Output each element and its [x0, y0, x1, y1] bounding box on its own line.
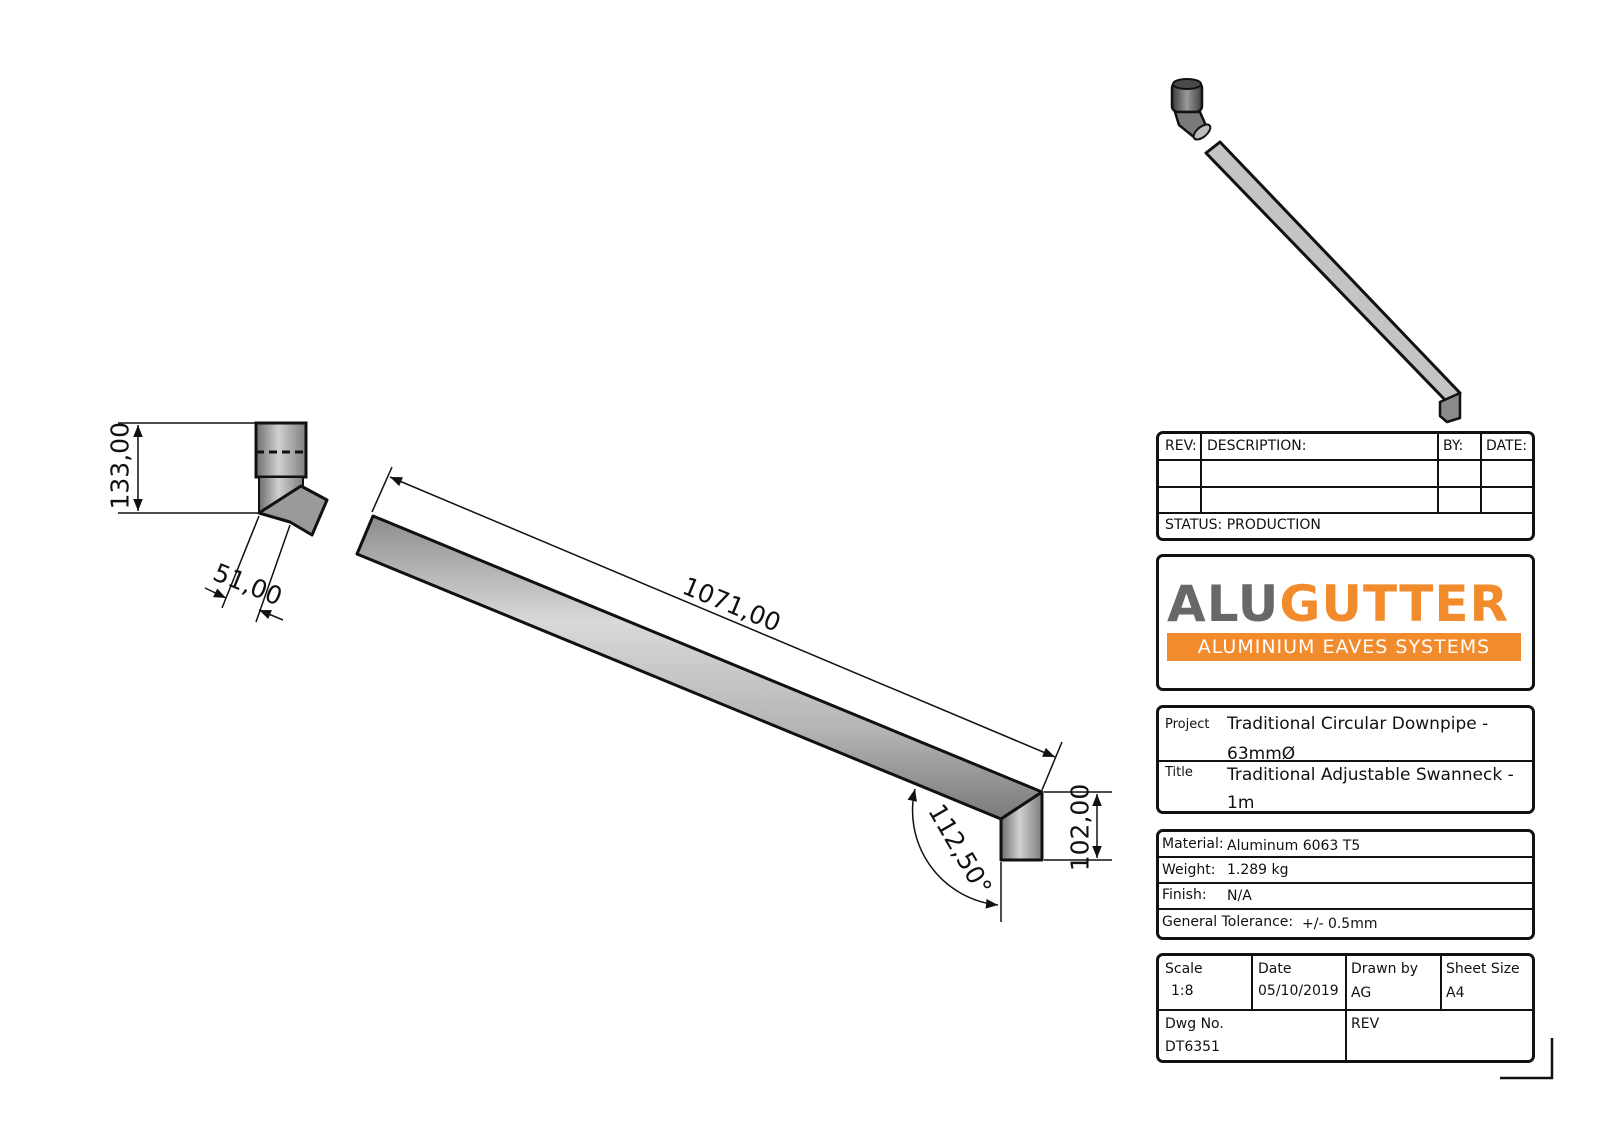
- sheet-size-value: A4: [1446, 985, 1465, 1001]
- company-tagline: ALUMINIUM EAVES SYSTEMS: [1167, 633, 1521, 661]
- revision-block: REV: DESCRIPTION: BY: DATE: STATUS: PROD…: [1156, 431, 1535, 541]
- isometric-preview: [1170, 78, 1462, 424]
- by-header: BY:: [1443, 438, 1464, 454]
- title-value-line2: 1m: [1227, 793, 1255, 813]
- date-label: Date: [1258, 961, 1292, 977]
- title-value: Traditional Adjustable Swanneck -: [1227, 765, 1514, 785]
- rev-label: REV: [1351, 1016, 1380, 1032]
- drawn-by-value: AG: [1351, 985, 1372, 1001]
- dwg-no-label: Dwg No.: [1165, 1016, 1224, 1032]
- sheet-corner-mark: [1500, 1038, 1554, 1080]
- dimension-shoe-height: [1044, 791, 1112, 861]
- material-label: Material:: [1162, 836, 1224, 852]
- dwg-no-value: DT6351: [1165, 1039, 1220, 1055]
- weight-label: Weight:: [1162, 862, 1216, 878]
- dimension-pipe-length: [371, 466, 1063, 791]
- material-value: Aluminum 6063 T5: [1227, 838, 1361, 854]
- finish-label: Finish:: [1162, 887, 1207, 903]
- spec-block: Material: Aluminum 6063 T5 Weight: 1.289…: [1156, 829, 1535, 940]
- company-logo: ALUGUTTER: [1167, 575, 1510, 633]
- dimension-elbow-height: [118, 422, 259, 514]
- rev-header: REV:: [1165, 438, 1197, 454]
- description-header: DESCRIPTION:: [1207, 438, 1307, 454]
- project-label: Project: [1165, 717, 1210, 732]
- sheet-size-label: Sheet Size: [1446, 961, 1520, 977]
- scale-value: 1:8: [1171, 983, 1194, 999]
- info-block: Scale 1:8 Date 05/10/2019 Drawn by AG Sh…: [1156, 953, 1535, 1063]
- scale-label: Scale: [1165, 961, 1203, 977]
- date-value: 05/10/2019: [1258, 983, 1339, 999]
- project-value-line2: 63mmØ: [1227, 744, 1296, 764]
- status-text: STATUS: PRODUCTION: [1165, 517, 1321, 533]
- dim-label-shoe-height: 102,00: [1065, 783, 1095, 872]
- dim-label-elbow-height: 133,00: [105, 422, 135, 510]
- elbow-part: [254, 421, 329, 537]
- drawn-by-label: Drawn by: [1351, 961, 1419, 977]
- project-value: Traditional Circular Downpipe -: [1227, 714, 1489, 734]
- finish-value: N/A: [1227, 888, 1252, 904]
- logo-block: ALUGUTTER ALUMINIUM EAVES SYSTEMS: [1156, 554, 1535, 691]
- project-block: Project Traditional Circular Downpipe - …: [1156, 705, 1535, 814]
- tolerance-label: General Tolerance:: [1162, 914, 1294, 930]
- dimension-elbow-offset: [204, 515, 291, 623]
- title-label: Title: [1165, 765, 1193, 780]
- weight-value: 1.289 kg: [1227, 862, 1289, 878]
- date-header: DATE:: [1486, 438, 1528, 454]
- dimension-angle: [907, 788, 1002, 922]
- tolerance-value: +/- 0.5mm: [1302, 916, 1378, 932]
